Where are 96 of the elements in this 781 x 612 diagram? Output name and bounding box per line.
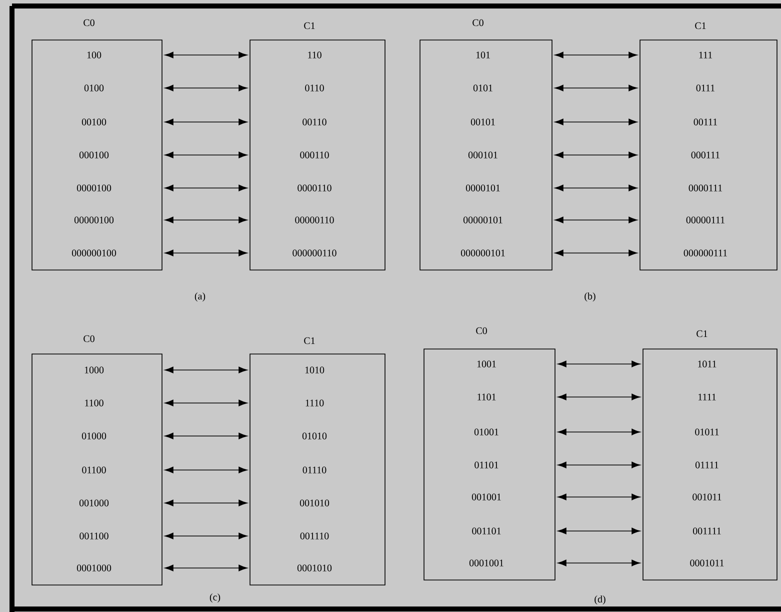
code-word: 0110	[305, 84, 324, 92]
code-word: 001010	[300, 500, 330, 506]
arrow	[164, 184, 248, 192]
code-word: 0111	[696, 84, 714, 92]
panel-label: (d)	[594, 595, 606, 605]
panel-label: (c)	[210, 593, 220, 603]
code-word: 110	[308, 52, 322, 58]
arrow	[554, 184, 638, 192]
code-word: 001110	[300, 532, 329, 540]
arrow	[554, 52, 638, 58]
code-word: 00100	[82, 118, 106, 126]
code-word: 1000	[84, 366, 104, 374]
arrow	[554, 216, 638, 224]
code-word: 0001010	[297, 564, 332, 572]
code-word: 001000	[79, 500, 109, 506]
code-word: 001001	[472, 494, 501, 500]
code-word: 1101	[478, 394, 496, 400]
arrow	[164, 532, 248, 540]
panel-label: (b)	[584, 292, 596, 302]
code-word: 0000110	[298, 184, 332, 192]
arrow	[164, 52, 248, 58]
code-word: 000000111	[684, 250, 727, 256]
code-word: 000111	[691, 152, 720, 158]
code-word: 000101	[468, 152, 498, 158]
code-word: 000000100	[72, 250, 116, 256]
arrow	[164, 250, 248, 256]
code-word: 01101	[474, 462, 498, 468]
arrow	[558, 428, 640, 436]
code-word: 000100	[79, 152, 109, 158]
arrow	[558, 462, 640, 468]
arrow	[558, 494, 640, 500]
arrow	[164, 216, 248, 224]
code-word: 0001011	[690, 560, 724, 566]
code-word: 00111	[694, 118, 717, 126]
code-word: 00000100	[74, 216, 114, 224]
code-word: 001100	[80, 532, 108, 540]
code-word: 0100	[84, 84, 104, 92]
code-word: 0000100	[76, 184, 112, 192]
node-label: C1	[695, 22, 706, 30]
code-word: 01010	[302, 432, 327, 440]
code-word: 1011	[698, 360, 716, 368]
arrow	[558, 360, 640, 368]
arrow	[164, 84, 248, 92]
code-word: 000000101	[460, 250, 505, 256]
node-label: C1	[304, 337, 315, 344]
arrow	[164, 564, 248, 572]
code-word: 1110	[306, 400, 324, 406]
code-word: 000000110	[292, 250, 336, 256]
code-word: 00101	[470, 118, 495, 126]
code-word: 00000110	[295, 216, 334, 224]
code-word: 0000101	[466, 184, 500, 192]
code-word: 1100	[85, 400, 104, 406]
code-word: 0001001	[469, 560, 504, 566]
arrow	[554, 152, 638, 158]
code-word: 01110	[302, 466, 326, 474]
arrow	[164, 118, 248, 126]
code-word: 00000101	[463, 216, 502, 224]
arrow	[164, 400, 248, 406]
code-word: 1010	[305, 366, 324, 374]
arrow	[164, 152, 248, 158]
arrow	[554, 250, 638, 256]
arrow	[164, 432, 248, 440]
code-word: 001101	[472, 528, 501, 534]
panel-label: (a)	[194, 292, 206, 302]
code-word: 100	[87, 52, 102, 58]
code-word: 000110	[300, 152, 329, 158]
code-word: 01100	[82, 466, 106, 474]
code-word: 001011	[692, 494, 722, 500]
code-word: 1001	[477, 360, 496, 368]
arrow	[554, 84, 638, 92]
code-word: 01011	[695, 428, 719, 436]
code-word: 0000111	[688, 184, 722, 192]
node-label: C1	[696, 330, 708, 338]
code-word: 0001000	[76, 564, 112, 572]
node-label: C0	[476, 327, 487, 334]
code-word: 0101	[473, 84, 492, 92]
code-word: 01111	[695, 462, 718, 468]
arrow	[164, 500, 248, 506]
code-word: 00110	[302, 118, 326, 126]
arrow	[554, 118, 638, 126]
code-word: 101	[476, 52, 490, 58]
code-word: 01001	[474, 428, 498, 436]
arrow	[164, 466, 248, 474]
arrow	[164, 366, 248, 374]
node-label: C0	[84, 19, 94, 26]
code-word: 01000	[82, 432, 106, 440]
node-label: C1	[304, 22, 315, 30]
arrow	[558, 528, 640, 534]
arrow	[558, 560, 640, 566]
code-word: 001111	[693, 528, 721, 534]
arrow	[558, 394, 640, 400]
code-word: 111	[699, 52, 712, 58]
node-label: C0	[472, 19, 484, 26]
code-word: 00000111	[686, 216, 724, 224]
code-word: 1111	[698, 394, 716, 400]
node-label: C0	[84, 335, 94, 342]
